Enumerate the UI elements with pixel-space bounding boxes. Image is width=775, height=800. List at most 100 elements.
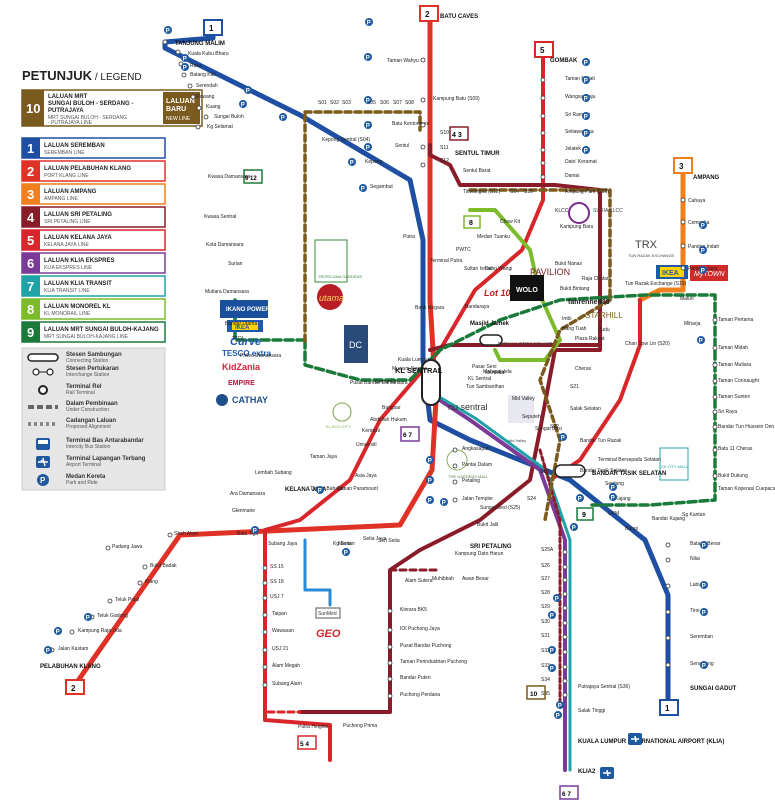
station-label[interactable]: Sultan Ismail (464, 266, 493, 272)
station-marker[interactable] (420, 144, 426, 150)
station-label[interactable]: S28 (541, 590, 550, 596)
station-label[interactable]: Petaling (462, 478, 480, 484)
station-label[interactable]: SRI PETALING (470, 544, 512, 550)
station-label[interactable]: Surian (228, 261, 243, 267)
station-label[interactable]: S22 (550, 424, 559, 430)
station-label[interactable]: Jelatek (565, 146, 581, 152)
station-marker[interactable] (262, 565, 268, 571)
station-label[interactable]: Pasar Seni (472, 364, 496, 370)
station-marker[interactable] (562, 678, 568, 684)
station-label[interactable]: Kampung Baru (560, 224, 594, 230)
station-label[interactable]: Kuala Lumpur (398, 357, 429, 363)
station-label[interactable]: Bandar Tasik Selatan (580, 468, 627, 474)
station-label[interactable]: Bank Negara (415, 305, 444, 311)
station-label[interactable]: Taman Paramount (337, 486, 378, 492)
station-label[interactable]: Kepong (365, 159, 382, 165)
station-label[interactable]: Sri Rampai (565, 112, 590, 118)
station-label[interactable]: SENTUL TIMUR (455, 151, 500, 157)
station-label[interactable]: Kg Sura (333, 541, 351, 547)
station-marker[interactable] (712, 473, 718, 479)
station-label[interactable]: Pudu (598, 327, 610, 333)
station-label[interactable]: Taman Perindustrian Puchong (400, 659, 467, 665)
station-label[interactable]: Chow Kit (500, 219, 521, 225)
station-label[interactable]: Maluri (680, 296, 694, 302)
station-marker[interactable] (107, 598, 113, 604)
station-marker[interactable] (712, 409, 718, 415)
station-label[interactable]: Sri Raya (718, 409, 737, 415)
station-label[interactable]: Mentari (338, 541, 355, 547)
station-label[interactable]: Kampung Dato Harun (455, 551, 504, 557)
station-label[interactable]: Kuang (206, 104, 221, 110)
station-label[interactable]: Kg Selamat (207, 124, 233, 130)
station-label[interactable]: S35 (541, 691, 550, 697)
station-label[interactable]: Muzium Negara (392, 366, 428, 372)
station-label[interactable]: S01 (318, 100, 327, 106)
station-label[interactable]: S33 (541, 663, 550, 669)
station-marker[interactable] (665, 662, 671, 668)
station-label[interactable]: S31 (541, 633, 550, 639)
station-marker[interactable] (665, 557, 671, 563)
station-marker[interactable] (262, 629, 268, 635)
station-label[interactable]: Seri Setia (378, 538, 400, 544)
station-label[interactable]: Imbi (562, 316, 571, 322)
station-label[interactable]: Kerinchi (362, 428, 380, 434)
station-label[interactable]: Seremban (690, 634, 713, 640)
station-label[interactable]: Taman Suntex (718, 394, 750, 400)
station-label[interactable]: S21 (570, 384, 579, 390)
station-marker[interactable] (562, 564, 568, 570)
station-marker[interactable] (665, 542, 671, 548)
station-marker[interactable] (262, 647, 268, 653)
station-marker[interactable] (540, 113, 546, 119)
station-label[interactable]: Wawasan (272, 628, 294, 634)
station-label[interactable]: Bukit Bintang (560, 286, 590, 292)
station-marker[interactable] (680, 243, 686, 249)
station-label[interactable]: Medan Tuanku (477, 234, 510, 240)
station-label[interactable]: Teluk Pulai (115, 597, 139, 603)
station-marker[interactable] (665, 609, 671, 615)
station-marker[interactable] (712, 362, 718, 368)
station-marker[interactable] (562, 664, 568, 670)
station-label[interactable]: Sentul (395, 143, 409, 149)
station-label[interactable]: PWTC (456, 247, 471, 253)
station-label[interactable]: Titiwangsa (S12) (463, 189, 501, 195)
station-label[interactable]: Rawang (196, 94, 215, 100)
station-label[interactable]: Plaza Rakyat (575, 336, 605, 342)
station-label[interactable]: SS 18 (270, 579, 284, 585)
station-label[interactable]: Puchong Perdana (400, 692, 440, 698)
station-label[interactable]: Bandar Tun Hussein Onn (718, 424, 774, 430)
station-label[interactable]: Tiroi (690, 608, 700, 614)
station-label[interactable]: Terminal Bersepadu Selatan (598, 457, 661, 463)
station-label[interactable]: Bandar Tun Razak (580, 438, 622, 444)
station-label[interactable]: Kajang (615, 496, 631, 502)
station-label[interactable]: Taman Melati (565, 76, 595, 82)
station-label[interactable]: Kwasa Damansara (208, 174, 250, 180)
station-label[interactable]: S02 (330, 100, 339, 106)
station-marker[interactable] (262, 595, 268, 601)
station-label[interactable]: Pusat Bandar Puchong (400, 643, 452, 649)
station-label[interactable]: GOMBAK (550, 58, 578, 64)
station-marker[interactable] (540, 77, 546, 83)
station-label[interactable]: Taman Koperasi Cuepacs (718, 486, 775, 492)
station-label[interactable]: Salak Selatan (570, 406, 601, 412)
station-marker[interactable] (562, 591, 568, 597)
station-marker[interactable] (420, 97, 426, 103)
station-label[interactable]: Merdeka (485, 370, 505, 376)
station-marker[interactable] (190, 94, 196, 100)
station-label[interactable]: Padang Jawa (112, 544, 143, 550)
station-label[interactable]: Damai (565, 173, 579, 179)
station-label[interactable]: Dang Wangi (485, 266, 512, 272)
station-marker[interactable] (195, 124, 201, 130)
station-marker[interactable] (665, 583, 671, 589)
station-label[interactable]: Sungai Besi (S25) (480, 505, 521, 511)
station-label[interactable]: Subang Jaya (268, 541, 297, 547)
station-label[interactable]: Klang (145, 579, 158, 585)
station-label[interactable]: Abdullah Hukum (370, 417, 407, 423)
station-label[interactable]: KELANA JAYA (285, 487, 327, 493)
station-label[interactable]: Muhibbah (432, 576, 454, 582)
station-label[interactable]: Ara Damansara (230, 491, 265, 497)
station-label[interactable]: Bukit Badak (150, 563, 177, 569)
station-label[interactable]: Bandar Kajang (652, 516, 685, 522)
station-label[interactable]: Tun Razak Exchange (S19) (625, 281, 687, 287)
station-label[interactable]: S24 (527, 496, 536, 502)
station-label[interactable]: Kampung Raja Uda (78, 628, 122, 634)
